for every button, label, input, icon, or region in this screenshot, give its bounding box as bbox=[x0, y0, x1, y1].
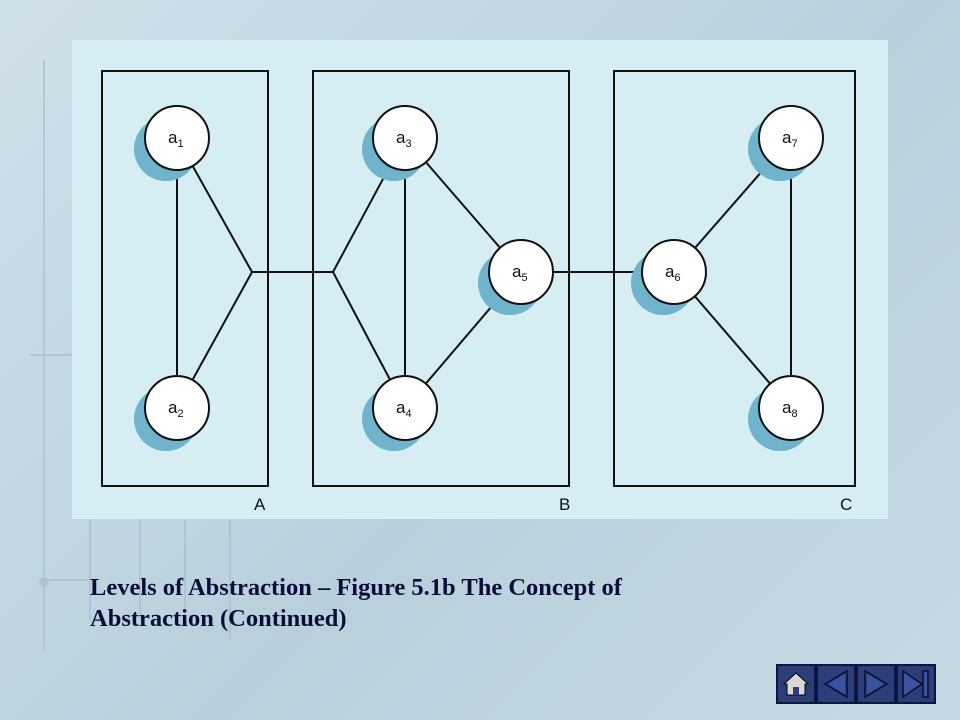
node-a7: a7 bbox=[748, 105, 824, 181]
svg-text:a7: a7 bbox=[782, 128, 798, 150]
box-c bbox=[613, 70, 856, 487]
box-b bbox=[312, 70, 570, 487]
box-c-label: C bbox=[840, 495, 852, 514]
svg-text:a3: a3 bbox=[396, 128, 412, 150]
node-a8: a8 bbox=[748, 375, 824, 451]
next-slide-button[interactable] bbox=[856, 664, 896, 704]
caption-line-1: Levels of Abstraction – Figure 5.1b The … bbox=[90, 574, 622, 601]
svg-text:a8: a8 bbox=[782, 398, 798, 420]
abstraction-diagram: A B C a1 a2 bbox=[72, 40, 888, 519]
previous-slide-button[interactable] bbox=[816, 664, 856, 704]
svg-text:a5: a5 bbox=[512, 262, 528, 284]
node-a1: a1 bbox=[134, 105, 210, 181]
svg-text:a4: a4 bbox=[396, 398, 412, 420]
triangle-right-icon bbox=[864, 669, 889, 699]
home-button[interactable] bbox=[776, 664, 816, 704]
node-a3: a3 bbox=[362, 105, 438, 181]
node-a5: a5 bbox=[478, 239, 554, 315]
box-a bbox=[101, 70, 269, 487]
triangle-left-icon bbox=[823, 669, 848, 699]
node-a6: a6 bbox=[631, 239, 707, 315]
svg-text:a2: a2 bbox=[168, 398, 184, 420]
last-slide-button[interactable] bbox=[896, 664, 936, 704]
svg-text:a1: a1 bbox=[168, 128, 184, 150]
slide-navigation bbox=[776, 664, 936, 704]
end-icon bbox=[902, 669, 929, 699]
home-icon bbox=[782, 672, 810, 696]
figure-caption: Levels of Abstraction – Figure 5.1b The … bbox=[90, 572, 850, 634]
box-b-label: B bbox=[559, 495, 570, 514]
node-a2: a2 bbox=[134, 375, 210, 451]
node-a4: a4 bbox=[362, 375, 438, 451]
caption-line-2: Abstraction (Continued) bbox=[90, 605, 347, 632]
box-a-label: A bbox=[254, 495, 266, 514]
svg-text:a6: a6 bbox=[665, 262, 681, 284]
